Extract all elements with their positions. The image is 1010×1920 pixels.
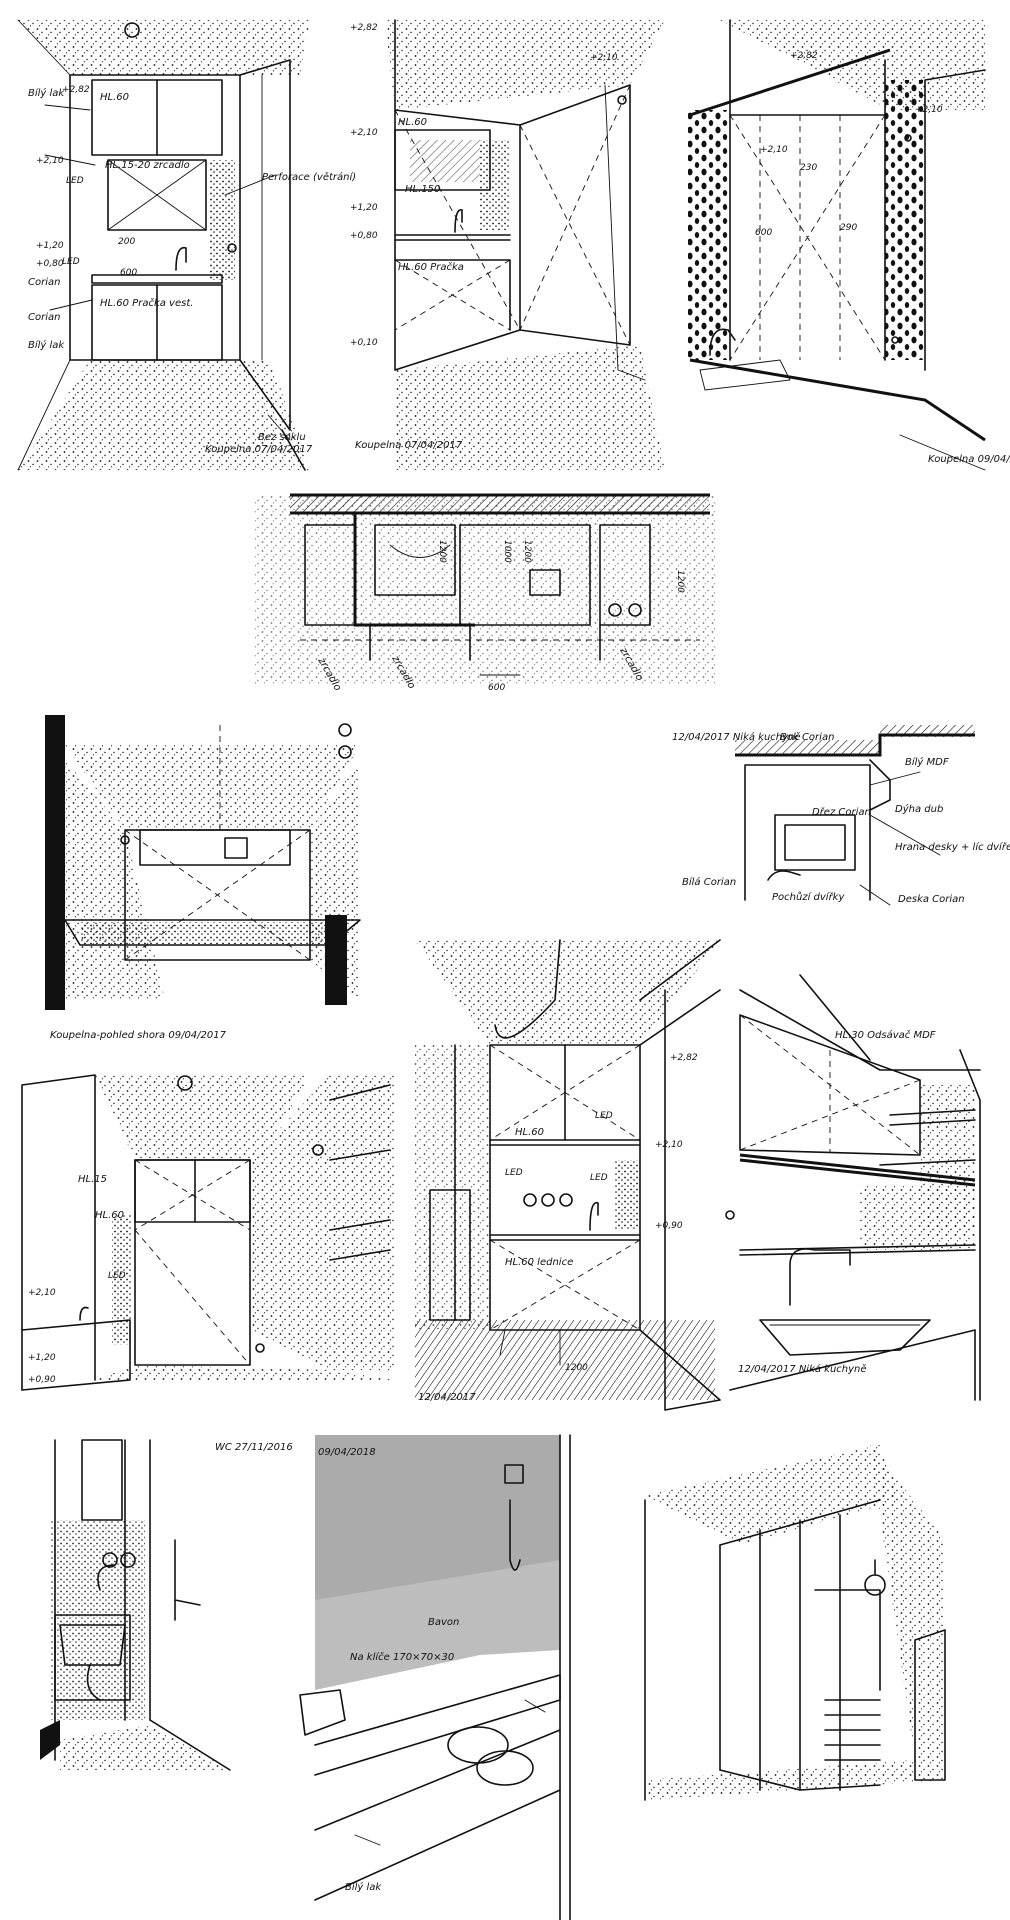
label-hrana-desky: Hrana desky + líc dvířek bbox=[895, 841, 1010, 853]
dim-s1-200: 200 bbox=[118, 237, 135, 247]
dim-plan-1200a: 1200 bbox=[437, 540, 447, 563]
label-bila-corian: Bílá Corian bbox=[682, 876, 736, 888]
dim-s1-210: +2,10 bbox=[36, 156, 64, 166]
dim-s3-210b: +2,10 bbox=[760, 145, 788, 155]
sketch-entrance bbox=[644, 1445, 946, 1801]
dim-s2-010: +0,10 bbox=[350, 338, 378, 348]
label-drez-corian: Dřez Corian bbox=[812, 806, 871, 818]
sketch-kitchen-1 bbox=[415, 939, 721, 1411]
dim-s7-090: +0,90 bbox=[28, 1375, 56, 1385]
dim-s2-120: +1,20 bbox=[350, 203, 378, 213]
dim-s1-282: +2,82 bbox=[62, 85, 90, 95]
sketch-bathroom-1 bbox=[17, 19, 310, 471]
dim-s8-210: +2,10 bbox=[655, 1140, 683, 1150]
label-bily-lak-2: Bílý lak bbox=[28, 339, 65, 351]
label-s11-bavon: Bavon bbox=[428, 1617, 459, 1628]
label-s11-bily-lak: Bílý lak bbox=[345, 1881, 382, 1893]
label-s9-odsavac: HL.30 Odsávač MDF bbox=[835, 1029, 936, 1041]
dim-s3-600: 600 bbox=[755, 228, 772, 238]
dim-plan-1200c: 1200 bbox=[675, 570, 685, 593]
sketch-hallway bbox=[299, 1434, 571, 1920]
dim-plan-1200b: 1200 bbox=[522, 540, 532, 563]
dim-plan-600: 600 bbox=[488, 683, 505, 693]
label-corian-1: Corian bbox=[28, 277, 60, 288]
dim-s8-090: +0,90 bbox=[655, 1221, 683, 1231]
dim-s1-led-2: LED bbox=[62, 257, 80, 267]
label-s8-hl60: HL.60 bbox=[515, 1127, 544, 1138]
dim-s1-120: +1,20 bbox=[36, 241, 64, 251]
caption-s6: 12/04/2017 Niká kuchyně bbox=[672, 731, 801, 743]
label-s8-led1: LED bbox=[595, 1111, 613, 1121]
label-bok-corian: Bok Corian bbox=[780, 732, 834, 743]
label-bily-mdf: Bílý MDF bbox=[905, 756, 949, 768]
label-zrcadlo-1: HL.15-20 zrcadlo bbox=[105, 160, 190, 171]
dim-s3-290: 290 bbox=[840, 223, 857, 233]
dim-plan-1000: 1000 bbox=[502, 540, 512, 563]
sketch-kitchen-2 bbox=[725, 974, 981, 1401]
dim-s1-080: +0,80 bbox=[36, 259, 64, 269]
caption-s8: 12/04/2017 bbox=[418, 1392, 476, 1403]
label-dyha-dub: Dýha dub bbox=[895, 803, 943, 815]
sketch-bathroom-3 bbox=[688, 19, 986, 471]
dim-s1-led-1: LED bbox=[66, 176, 84, 186]
label-pochuzi-dvirky: Pochůzí dvířky bbox=[772, 891, 845, 903]
sketch-bathroom-2 bbox=[385, 19, 665, 470]
dim-s7-210: +2,10 bbox=[28, 1288, 56, 1298]
caption-s11: 09/04/2018 bbox=[318, 1447, 376, 1458]
label-corian-2: Corian bbox=[28, 312, 60, 323]
caption-s9: 12/04/2017 Niká kuchyně bbox=[738, 1363, 867, 1375]
caption-s1: Koupelna 07/04/2017 bbox=[205, 444, 313, 455]
sketch-kitchen-detail bbox=[735, 725, 975, 906]
dim-s3-282: +2,82 bbox=[790, 51, 818, 61]
label-deska-corian: Deska Corian bbox=[898, 894, 965, 905]
caption-s2: Koupelna 07/04/2017 bbox=[355, 440, 463, 451]
label-s8-led2: LED bbox=[505, 1168, 523, 1178]
dim-s3-230: 230 bbox=[800, 163, 817, 173]
label-pracka-1: HL.60 Pračka vest. bbox=[100, 297, 193, 309]
label-s2-hl150: HL.150 bbox=[405, 184, 440, 195]
label-s8-lednice: HL.60 lednice bbox=[505, 1257, 573, 1268]
label-s2-hl60: HL.60 bbox=[398, 117, 427, 128]
dim-s2-282: +2,82 bbox=[350, 23, 378, 33]
label-bily-lak-1: Bílý lak bbox=[28, 87, 65, 99]
dim-s1-600: 600 bbox=[120, 268, 137, 278]
dim-s7-120: +1,20 bbox=[28, 1353, 56, 1363]
label-s2-pracka: HL.60 Pračka bbox=[398, 261, 464, 273]
dim-s7-led: LED bbox=[108, 1271, 126, 1281]
dim-s2-210b: +2,10 bbox=[350, 128, 378, 138]
label-hl60-1: HL.60 bbox=[100, 92, 129, 103]
label-s7-hl15: HL.15 bbox=[78, 1174, 107, 1185]
dim-s8-1200: 1200 bbox=[565, 1363, 588, 1373]
label-s7-hl60: HL.60 bbox=[95, 1210, 124, 1221]
dim-s2-210a: +2,10 bbox=[590, 53, 618, 63]
caption-s3: Koupelna 09/04/2017 bbox=[928, 454, 1010, 465]
sketch-floor-plan bbox=[255, 493, 715, 685]
label-bez-soklu: Bez soklu bbox=[258, 432, 306, 443]
sketch-bathroom-top-view bbox=[45, 715, 361, 1010]
dim-s8-282: +2,82 bbox=[670, 1053, 698, 1063]
caption-s10: WC 27/11/2016 bbox=[215, 1442, 293, 1453]
dim-s2-080: +0,80 bbox=[350, 231, 378, 241]
caption-s5: Koupelna-pohled shora 09/04/2017 bbox=[50, 1030, 227, 1041]
sketch-wc bbox=[40, 1439, 231, 1771]
label-perforace: Perforace (větrání) bbox=[262, 171, 356, 183]
sketch-bathroom-4 bbox=[21, 1074, 395, 1391]
dim-s3-210a: +2,10 bbox=[915, 105, 943, 115]
label-s8-led3: LED bbox=[590, 1173, 608, 1183]
label-s11-na-klice: Na klíče 170×70×30 bbox=[350, 1651, 454, 1663]
